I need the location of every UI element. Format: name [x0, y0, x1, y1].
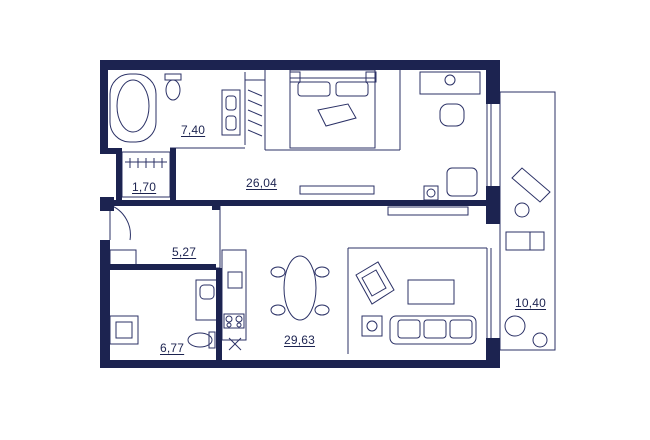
room-area-terrace: 10,40 — [515, 296, 547, 310]
washing-machine-icon — [109, 315, 139, 345]
desk-icon — [419, 71, 481, 127]
lounger-icon — [505, 231, 545, 251]
toilet-icon — [187, 331, 216, 349]
room-area-bathroom: 7,40 — [181, 123, 206, 137]
sink-icon — [221, 89, 241, 136]
room-area-wardrobe: 1,70 — [132, 180, 157, 194]
armchair-icon — [355, 261, 395, 305]
stove-icon — [221, 249, 247, 341]
sofa-icon — [389, 315, 477, 345]
tv-stand — [299, 185, 375, 195]
closet-icon — [109, 249, 137, 267]
room-area-washroom: 6,77 — [160, 341, 185, 355]
room-area-kitchen-living: 29,63 — [284, 333, 316, 347]
room-area-bedroom-living: 26,04 — [246, 176, 278, 190]
tv-stand — [387, 206, 469, 216]
dining-table-icon — [270, 255, 330, 321]
closet-icon — [245, 79, 265, 137]
coffee-table — [407, 279, 455, 305]
toilet-icon — [164, 73, 182, 101]
room-area-hallway: 5,27 — [172, 245, 197, 259]
bathtub-icon — [109, 73, 157, 143]
side-table — [361, 315, 383, 337]
sink-icon — [195, 279, 219, 321]
bed-icon — [289, 69, 377, 149]
armchair-icon — [423, 167, 478, 201]
walls — [100, 60, 500, 368]
armchair-icon — [504, 315, 548, 348]
terrace — [499, 91, 556, 351]
lounger-icon — [511, 167, 551, 218]
